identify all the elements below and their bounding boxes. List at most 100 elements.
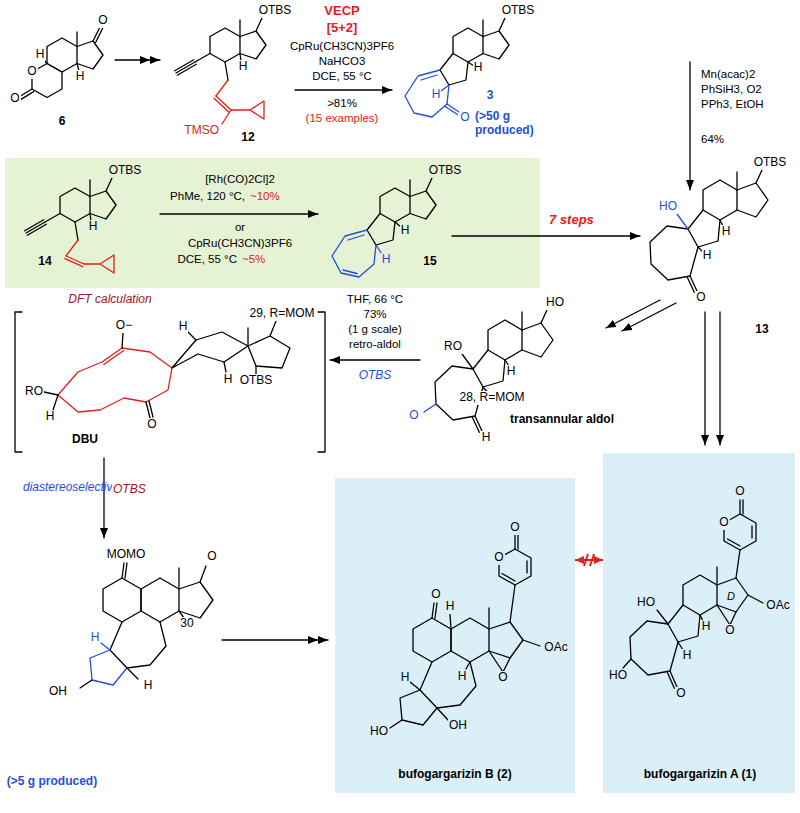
- intermediate-29: [122, 333, 123, 348]
- text-label: H: [381, 253, 392, 267]
- text-label: H: [75, 70, 86, 84]
- text-label: 28, R=MOM: [458, 391, 525, 405]
- text-label: H: [45, 410, 56, 424]
- compound-13: [687, 277, 694, 292]
- reaction-arrow: [295, 89, 392, 90]
- compound-13: [690, 276, 697, 291]
- text-label: O: [675, 687, 686, 701]
- cross-mark: [584, 554, 588, 566]
- text-label: H: [506, 365, 517, 379]
- compound-30: [80, 680, 92, 688]
- compound-1: [739, 500, 740, 514]
- text-label: (>5 g produced): [6, 775, 98, 789]
- compound-28: [488, 320, 522, 360]
- compound-13: [677, 214, 688, 229]
- text-label: O: [724, 624, 735, 638]
- text-label: ~10%: [249, 190, 281, 203]
- reaction-arrow: [452, 235, 640, 236]
- compound-14: [84, 263, 100, 264]
- text-label: Mn(acac)2: [700, 68, 756, 81]
- text-label: HO: [545, 296, 565, 310]
- compound-12: [240, 31, 266, 59]
- text-label: OAc: [765, 599, 790, 613]
- text-label: 13: [754, 323, 769, 337]
- text-label: (15 examples): [305, 112, 380, 125]
- compound-12: [250, 101, 264, 119]
- intermediate-29: [44, 392, 58, 395]
- intermediate-29: [270, 321, 276, 336]
- compound-12: [214, 80, 264, 124]
- compound-28: [521, 312, 522, 330]
- compound-3: [445, 107, 457, 115]
- compound-2: [514, 535, 515, 549]
- text-label: VECP: [323, 4, 360, 19]
- text-label: bufogargarizin A (1): [643, 768, 757, 782]
- intermediate-29: [53, 395, 58, 410]
- compound-12: [225, 62, 228, 80]
- text-label: OH: [48, 685, 68, 699]
- compound-12: [256, 18, 262, 31]
- intermediate-29: [58, 348, 172, 412]
- text-label: [5+2]: [326, 21, 359, 36]
- intermediate-29: [188, 332, 196, 340]
- text-label: THF, 66 °C: [346, 293, 404, 306]
- compound-12: [216, 80, 228, 96]
- text-label: 30: [179, 617, 194, 631]
- text-label: H: [88, 220, 99, 234]
- text-label: (1 g scale): [347, 323, 403, 336]
- text-label: PhSiH3, O2: [700, 83, 763, 96]
- compound-6: [93, 27, 100, 41]
- compound-3: [440, 54, 468, 86]
- compound-12: [195, 54, 210, 63]
- text-label: OTBS: [358, 369, 393, 383]
- text-label: H: [481, 431, 492, 445]
- compound-6: [47, 38, 77, 72]
- reaction-arrow: [103, 458, 104, 538]
- compound-2: [488, 608, 489, 629]
- compound-3: [499, 18, 505, 31]
- text-label: H: [682, 649, 693, 663]
- compound-2: [517, 535, 518, 549]
- compound-28: [462, 354, 473, 369]
- compound-30: [90, 643, 127, 685]
- intermediate-29: [15, 312, 325, 452]
- text-label: O: [718, 516, 729, 530]
- text-label: HO: [636, 596, 656, 610]
- compound-12: [176, 62, 195, 73]
- compound-3: [453, 28, 483, 62]
- text-label: CpRu(CH3CN)3PF6: [289, 40, 395, 53]
- compound-12: [175, 18, 266, 124]
- compound-30: [178, 568, 179, 589]
- text-label: H: [400, 224, 411, 238]
- compound-1: [751, 526, 752, 538]
- reaction-arrow: [689, 62, 690, 190]
- multistep-arrow: [704, 312, 705, 445]
- compound-12: [239, 20, 240, 37]
- text-label: NaHCO3: [318, 55, 367, 68]
- intermediate-29: [15, 312, 325, 452]
- compound-30: [103, 578, 141, 622]
- compound-28: [473, 350, 505, 387]
- compound-12: [175, 60, 194, 71]
- compound-1: [742, 500, 743, 514]
- text-label: TMSO: [183, 124, 220, 138]
- text-label: H: [238, 60, 249, 74]
- compound-13: [688, 210, 720, 247]
- product-box: OOOAcOOHHHHOOHbufogargarizin B (2): [335, 478, 575, 793]
- text-label: DCE, 55 °C: [311, 70, 373, 83]
- compound-12: [231, 109, 250, 110]
- text-label: MOMO: [106, 548, 147, 562]
- cross-mark: [590, 554, 594, 566]
- compound-30: [80, 563, 213, 688]
- compound-28: [541, 310, 547, 323]
- multistep-arrow: [606, 300, 660, 328]
- text-label: 14: [37, 255, 52, 269]
- intermediate-29: [172, 332, 248, 368]
- text-label: >81%: [326, 97, 358, 110]
- compound-14: [89, 180, 90, 197]
- text-label: retro-aldol: [348, 338, 402, 351]
- text-label: D: [726, 590, 736, 603]
- text-label: OTBS: [239, 374, 274, 388]
- text-label: DFT calculation: [67, 293, 152, 307]
